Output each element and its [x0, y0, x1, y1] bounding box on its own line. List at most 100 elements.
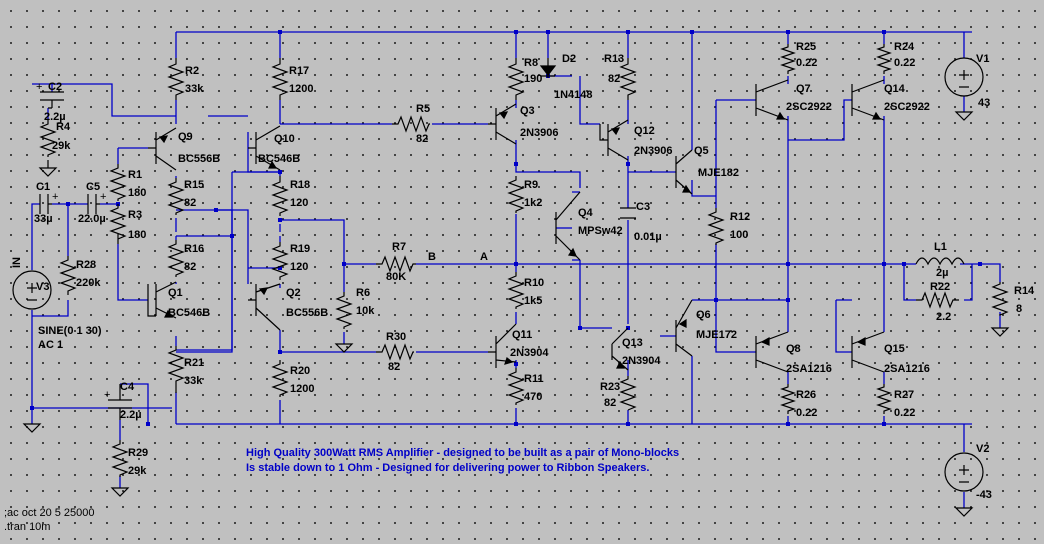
c3-symbol	[620, 207, 636, 219]
r11-name: R11	[524, 373, 544, 385]
q8-symbol	[755, 331, 789, 373]
comment-line-2[interactable]: Is stable down to 1 Ohm - Designed for d…	[246, 462, 649, 474]
q14-symbol	[851, 79, 885, 121]
q3-symbol	[488, 103, 517, 145]
q9-value: BC556B	[178, 153, 220, 165]
c2-name: C2	[48, 81, 62, 93]
r8-value: 190	[524, 73, 542, 85]
net-b: B	[428, 251, 436, 263]
ac-directive[interactable]: ;ac oct 20 5 25000	[4, 507, 95, 519]
r19-value: 120	[290, 261, 308, 273]
c2-symbol	[40, 91, 64, 109]
r23-symbol	[619, 376, 637, 411]
q11-symbol	[488, 323, 517, 368]
ground-icon	[110, 487, 130, 497]
q9-symbol	[148, 127, 177, 171]
d2-name: D2	[562, 53, 576, 65]
q6-value: MJE172	[696, 329, 737, 341]
ground-symbols	[22, 111, 1010, 517]
r22-symbol	[916, 291, 959, 309]
q12-value: 2N3906	[634, 145, 673, 157]
r12-value: 100	[730, 229, 748, 241]
tran-directive[interactable]: .tran 10m	[4, 521, 50, 533]
q1-value: BC546B	[168, 307, 210, 319]
svg-text:+: +	[36, 81, 42, 93]
ground-icon	[22, 423, 42, 433]
q13-symbol	[611, 327, 629, 371]
r28-value: 220k	[76, 277, 101, 289]
r2-symbol	[167, 58, 185, 100]
ground-icon	[954, 111, 974, 121]
v1-value: 43	[978, 97, 990, 109]
r2-name: R2	[185, 65, 199, 77]
r1-name: R1	[128, 169, 142, 181]
r6-value: 10k	[356, 305, 375, 317]
r26-name: R26	[796, 389, 816, 401]
q7-value: 2SC2922	[786, 101, 832, 113]
q2-value: BC556B	[286, 307, 328, 319]
q10-value: BC546B	[258, 153, 300, 165]
r20-symbol	[271, 360, 289, 397]
ground-icon	[334, 343, 354, 353]
r16-symbol	[167, 240, 185, 277]
c4-symbol	[108, 384, 132, 420]
r21-name: R21	[184, 357, 204, 369]
r28-symbol	[59, 256, 77, 295]
c5-name: C5	[86, 181, 100, 193]
v3-value2: AC 1	[38, 339, 63, 351]
transistor-symbols	[147, 79, 885, 373]
r23-name: R23	[600, 381, 620, 393]
r30-name: R30	[386, 331, 406, 343]
r2-value: 33k	[185, 83, 204, 95]
q1-name: Q1	[168, 287, 183, 299]
v2-name: V2	[976, 443, 989, 455]
q1-symbol	[147, 281, 177, 319]
q14-value: 2SC2922	[884, 101, 930, 113]
r19-name: R19	[290, 243, 310, 255]
r20-name: R20	[290, 365, 310, 377]
r7-name: R7	[392, 241, 406, 253]
r25-value: 0.22	[796, 57, 817, 69]
v3-symbol	[12, 270, 52, 310]
r11-value: 470	[524, 391, 542, 403]
r27-value: 0.22	[894, 407, 915, 419]
r6-name: R6	[356, 287, 370, 299]
r12-symbol	[707, 208, 725, 245]
r7-symbol	[376, 255, 416, 273]
svg-text:+: +	[100, 191, 106, 203]
r16-name: R16	[184, 243, 204, 255]
r4-name: R4	[56, 121, 71, 133]
r21-value: 33k	[184, 375, 203, 387]
c5-symbol	[87, 194, 100, 214]
comment-line-1[interactable]: High Quality 300Watt RMS Amplifier - des…	[246, 447, 679, 459]
r3-name: R3	[128, 209, 142, 221]
q15-value: 2SA1216	[884, 363, 930, 375]
q12-symbol	[599, 119, 629, 161]
r23-value: 82	[604, 397, 616, 409]
r14-symbol	[991, 282, 1009, 316]
r4-symbol	[39, 120, 57, 157]
c1-value: 33µ	[34, 213, 53, 225]
r15-symbol	[167, 178, 185, 215]
q12-name: Q12	[634, 125, 655, 137]
voltage-sources	[12, 57, 984, 492]
q13-name: Q13	[622, 337, 643, 349]
c1-symbol	[39, 194, 52, 214]
r18-value: 120	[290, 197, 308, 209]
r18-symbol	[271, 176, 289, 216]
r7-value: 80K	[386, 271, 406, 283]
v3-value1: SINE(0 1 30)	[38, 325, 102, 337]
d2-symbol	[539, 58, 557, 78]
r9-symbol	[507, 176, 525, 213]
q4-name: Q4	[578, 207, 594, 219]
net-a: A	[480, 251, 488, 263]
v2-value: -43	[976, 489, 992, 501]
r29-symbol	[111, 440, 129, 477]
q2-symbol	[248, 283, 281, 331]
r4-value: 29k	[52, 140, 71, 152]
r9-name: R9	[524, 179, 538, 191]
q8-value: 2SA1216	[786, 363, 832, 375]
r27-symbol	[876, 384, 892, 414]
